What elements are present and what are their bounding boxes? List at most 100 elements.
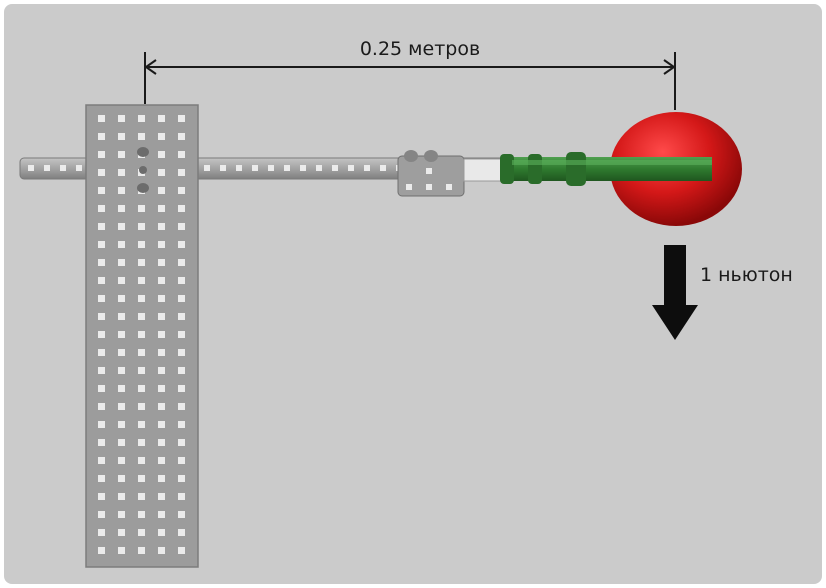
plate-hole (118, 187, 125, 194)
plate-hole (118, 511, 125, 518)
plate-hole (138, 367, 145, 374)
plate-hole (118, 133, 125, 140)
beam-hole (76, 165, 82, 171)
plate-hole (98, 169, 105, 176)
plate-hole (178, 241, 185, 248)
coupler-block (463, 158, 505, 182)
plate-hole (178, 421, 185, 428)
beam-hole (316, 165, 322, 171)
plate-hole (158, 349, 165, 356)
plate-hole (98, 331, 105, 338)
plate-hole (98, 133, 105, 140)
plate-hole (178, 439, 185, 446)
plate-hole (98, 151, 105, 158)
plate-hole (138, 529, 145, 536)
plate-hole (98, 295, 105, 302)
plate-hole (178, 529, 185, 536)
plate-hole (178, 475, 185, 482)
plate-hole (98, 403, 105, 410)
plate-hole (158, 421, 165, 428)
plate-hole (178, 313, 185, 320)
plate-hole (138, 547, 145, 554)
plate-hole (138, 313, 145, 320)
plate-hole (98, 349, 105, 356)
plate-hole (178, 277, 185, 284)
axle-collar (528, 154, 542, 184)
plate-hole (138, 511, 145, 518)
beam-hole (28, 165, 34, 171)
plate-hole (118, 493, 125, 500)
plate-hole (98, 115, 105, 122)
axle-highlight (512, 160, 712, 165)
plate-hole (138, 493, 145, 500)
plate-hole (118, 529, 125, 536)
beam-hole (268, 165, 274, 171)
bracket-hole (426, 184, 432, 190)
plate-hole (158, 169, 165, 176)
beam-hole (380, 165, 386, 171)
plate-screw (137, 183, 149, 193)
beam-hole (364, 165, 370, 171)
plate-hole (98, 313, 105, 320)
plate-hole (158, 457, 165, 464)
plate-hole (178, 457, 185, 464)
plate-hole (178, 133, 185, 140)
plate-hole (158, 223, 165, 230)
plate-hole (118, 475, 125, 482)
plate-hole (178, 115, 185, 122)
plate-hole (98, 367, 105, 374)
arrow-down-icon (652, 245, 698, 340)
bracket-nut (424, 150, 438, 162)
plate-hole (178, 349, 185, 356)
beam-hole (44, 165, 50, 171)
bracket-nut (404, 150, 418, 162)
plate-hole (178, 187, 185, 194)
plate-hole (98, 277, 105, 284)
plate-hole (158, 277, 165, 284)
beam-hole (332, 165, 338, 171)
plate-hole (98, 493, 105, 500)
plate-hole (98, 457, 105, 464)
plate-hole (118, 151, 125, 158)
axle-collar (500, 154, 514, 184)
plate-hole (178, 331, 185, 338)
axle-collar (566, 152, 586, 186)
beam-hole (300, 165, 306, 171)
plate-hole (178, 493, 185, 500)
plate-hole (118, 403, 125, 410)
plate-hole (98, 511, 105, 518)
plate-hole (98, 421, 105, 428)
beam-hole (60, 165, 66, 171)
plate-hole (138, 349, 145, 356)
plate-hole (98, 241, 105, 248)
plate-hole (138, 205, 145, 212)
plate-hole (158, 241, 165, 248)
plate-hole (158, 529, 165, 536)
plate-hole (98, 259, 105, 266)
plate-hole (178, 223, 185, 230)
plate-hole (118, 439, 125, 446)
plate-screw (137, 147, 149, 157)
plate-hole (118, 367, 125, 374)
plate-hole (118, 259, 125, 266)
plate-hole (118, 169, 125, 176)
plate-hole (138, 385, 145, 392)
plate-hole (118, 115, 125, 122)
plate-hole (178, 403, 185, 410)
plate-hole (158, 313, 165, 320)
plate-hole (98, 547, 105, 554)
plate-hole (138, 439, 145, 446)
plate-hole (138, 115, 145, 122)
plate-hole (118, 457, 125, 464)
plate-hole (178, 385, 185, 392)
plate-hole (178, 547, 185, 554)
plate-hole (158, 547, 165, 554)
plate-hole (178, 367, 185, 374)
plate-hole (118, 331, 125, 338)
plate-hole (118, 241, 125, 248)
dimension-line (144, 52, 676, 110)
plate-holes (98, 115, 185, 554)
plate-hole (118, 205, 125, 212)
plate-hole (178, 295, 185, 302)
